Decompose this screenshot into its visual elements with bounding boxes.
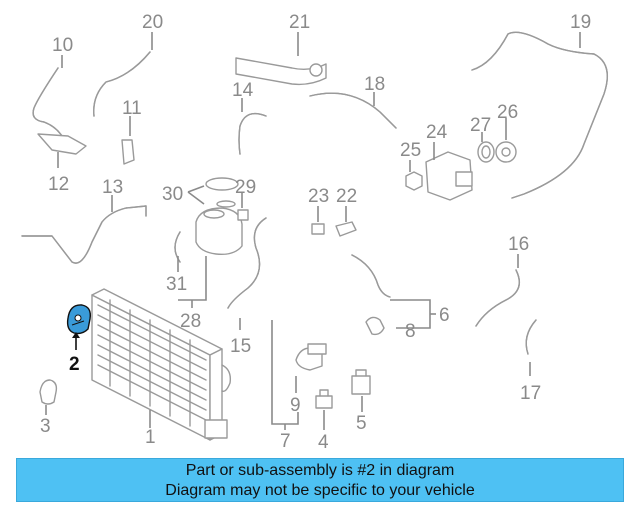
info-banner: Part or sub-assembly is #2 in diagram Di… <box>16 458 624 502</box>
callout-6: 6 <box>439 305 450 326</box>
callout-19: 19 <box>570 12 591 33</box>
part-12-flange[interactable] <box>37 133 87 155</box>
callout-16: 16 <box>508 234 529 255</box>
callout-22: 22 <box>336 186 357 207</box>
part-29-sensor[interactable] <box>237 209 249 221</box>
part-26-thermostat[interactable] <box>495 141 517 163</box>
part-28-expansion-tank[interactable] <box>195 207 243 256</box>
callout-20: 20 <box>142 12 163 33</box>
highlighted-part-2[interactable] <box>66 304 92 335</box>
callout-7: 7 <box>280 431 291 452</box>
part-4-sensor[interactable] <box>315 389 333 409</box>
callout-30: 30 <box>162 184 183 205</box>
callout-4: 4 <box>318 432 329 453</box>
part-6-hose-outline <box>351 254 391 298</box>
callout-27: 27 <box>470 115 491 136</box>
callout-12: 12 <box>48 174 69 195</box>
callout-14: 14 <box>232 80 254 101</box>
callout-9: 9 <box>290 395 301 416</box>
part-11-sensor[interactable] <box>121 139 135 165</box>
callout-15: 15 <box>230 336 251 357</box>
callout-29: 29 <box>235 177 256 198</box>
banner-part-line: Part or sub-assembly is #2 in diagram <box>185 462 455 479</box>
callout-8: 8 <box>405 321 416 342</box>
part-19-hose-outline <box>471 31 608 199</box>
callout-18: 18 <box>364 74 385 95</box>
part-30-cap[interactable] <box>205 177 239 208</box>
part-8-elbow[interactable] <box>365 316 385 336</box>
radiator-part[interactable] <box>91 288 232 441</box>
part-17-hose-outline <box>525 319 537 355</box>
part-25-gasket[interactable] <box>405 171 423 191</box>
part-18-hose[interactable] <box>309 92 397 129</box>
part-15-hose-outline <box>227 217 267 309</box>
callout-1: 1 <box>145 427 156 448</box>
callout-21: 21 <box>289 12 310 33</box>
part-27-seal-ring[interactable] <box>477 141 495 163</box>
callout-2: 2 <box>69 354 80 375</box>
part-6-hose[interactable] <box>351 254 391 298</box>
parts-diagram: 1 2 3 4 5 6 8 9 7 10 1 <box>21 12 608 453</box>
part-10-hose[interactable] <box>32 67 67 145</box>
leader-30a <box>187 185 205 193</box>
part-10-hose-outline <box>32 67 67 145</box>
part-18-hose-outline <box>309 92 397 129</box>
part-5-sensor[interactable] <box>351 369 371 395</box>
callout-26: 26 <box>497 102 518 123</box>
callout-13: 13 <box>102 177 123 198</box>
callout-3: 3 <box>40 416 51 437</box>
leader-30b <box>187 191 205 205</box>
part-20-hose-outline <box>93 51 151 117</box>
callout-17: 17 <box>520 383 541 404</box>
callout-11: 11 <box>122 98 142 119</box>
banner-disclaimer-line: Diagram may not be specific to your vehi… <box>165 482 475 499</box>
leader-28 <box>178 256 207 301</box>
part-13-pipe-outline <box>21 205 147 264</box>
part-9-flange[interactable] <box>295 343 327 371</box>
leader-2-arrow <box>72 332 80 338</box>
part-13-pipe[interactable] <box>21 205 147 264</box>
part-17-hose[interactable] <box>525 319 537 355</box>
callout-28: 28 <box>180 311 201 332</box>
callout-23: 23 <box>308 186 329 207</box>
callout-10: 10 <box>52 35 73 56</box>
part-21-housing[interactable] <box>235 57 327 86</box>
callout-31: 31 <box>166 274 187 295</box>
callout-5: 5 <box>356 413 367 434</box>
callout-25: 25 <box>400 140 421 161</box>
part-16-hose-outline <box>475 269 520 327</box>
part-23-cap[interactable] <box>311 223 325 235</box>
callout-24: 24 <box>426 122 448 143</box>
part-3-bracket[interactable] <box>39 379 58 405</box>
part-14-hose-outline <box>238 112 267 155</box>
part-24-thermostat-housing[interactable] <box>425 151 473 201</box>
part-22-clip[interactable] <box>335 221 357 237</box>
